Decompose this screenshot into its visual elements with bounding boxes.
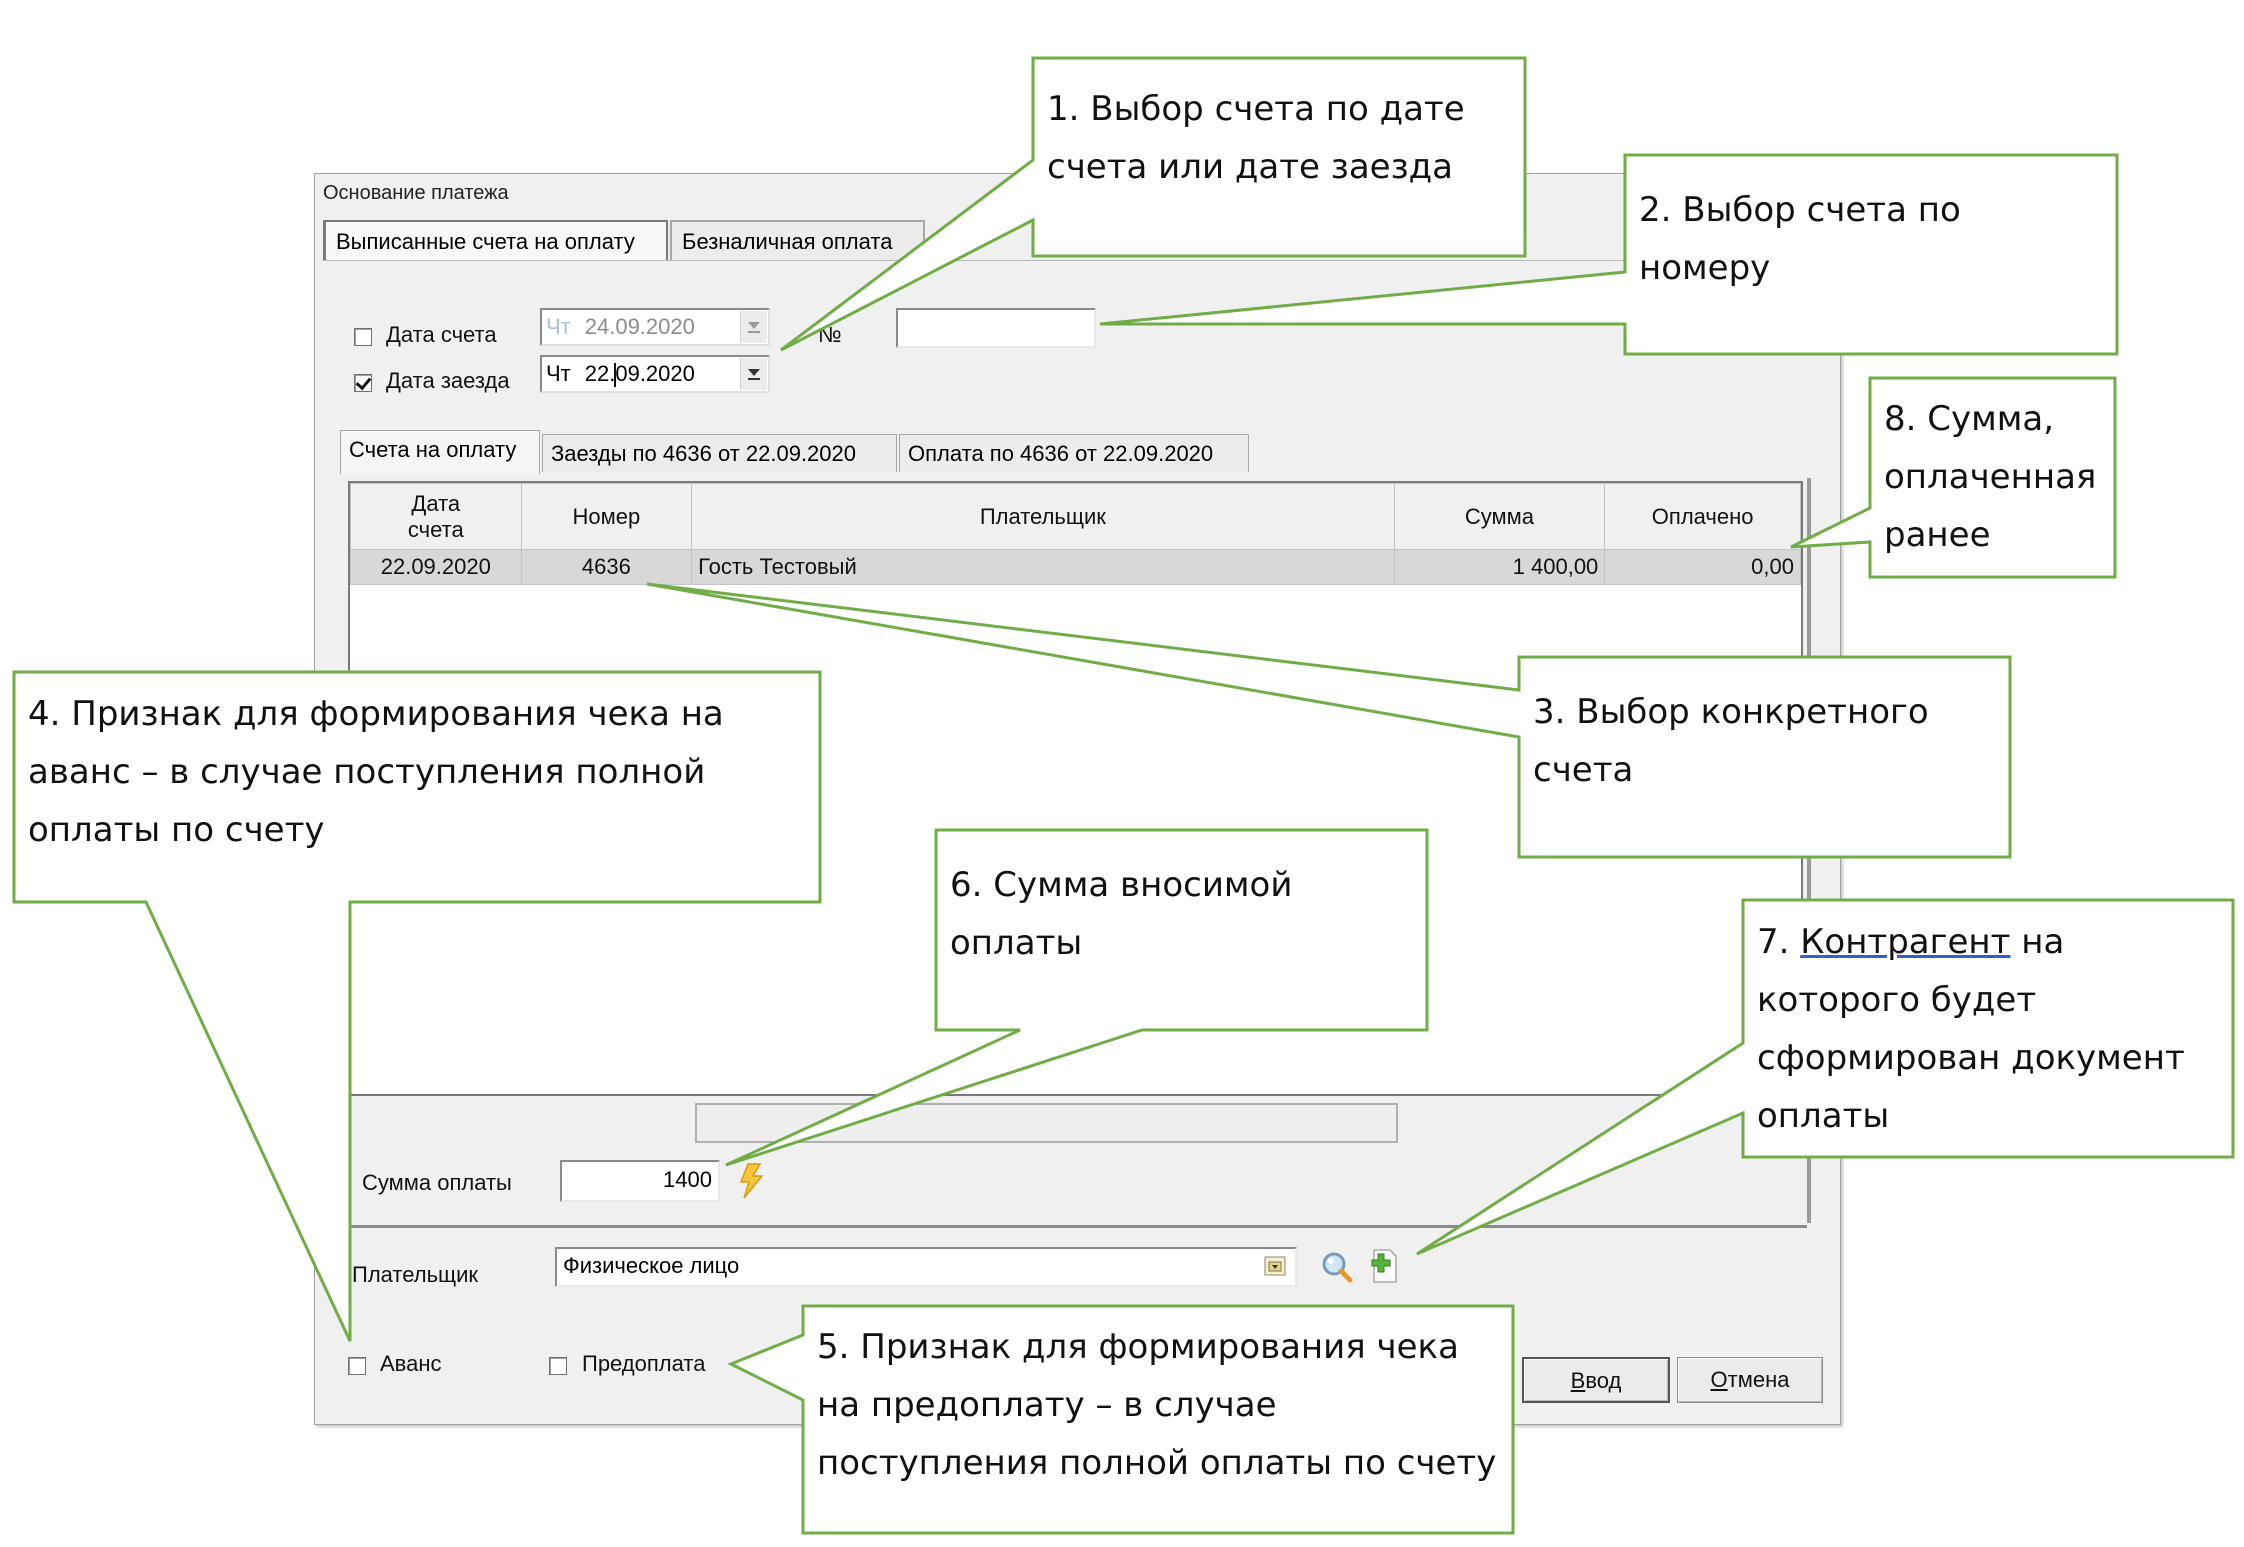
cell-date: 22.09.2020	[350, 549, 522, 585]
cancel-accel: О	[1710, 1367, 1728, 1392]
ok-button[interactable]: Ввод	[1522, 1357, 1670, 1403]
cancel-label: тмена	[1727, 1367, 1790, 1392]
callout-4-line: 4. Признак для формирования чека на	[28, 694, 724, 734]
callout-7-rest: на	[2010, 922, 2065, 962]
callout-6-line: 6. Сумма вносимой	[950, 865, 1293, 905]
cell-sum: 1 400,00	[1393, 549, 1606, 585]
payer-field[interactable]: Физическое лицо	[555, 1247, 1297, 1287]
cell-paid: 0,00	[1604, 549, 1801, 585]
callout-4-text: 4. Признак для формирования чека на аван…	[28, 685, 724, 859]
callout-8-text: 8. Сумма, оплаченная ранее	[1884, 390, 2096, 564]
callout-4-line: оплаты по счету	[28, 810, 325, 850]
callout-8-line: 8. Сумма,	[1884, 399, 2055, 439]
payer-value: Физическое лицо	[563, 1253, 740, 1278]
search-icon[interactable]	[1320, 1250, 1354, 1284]
callout-7-line: которого будет	[1757, 980, 2037, 1020]
col-header-paid[interactable]: Оплачено	[1604, 483, 1801, 550]
invoice-date-checkbox[interactable]	[354, 328, 372, 346]
col-header-date[interactable]: Дата счета	[350, 483, 522, 550]
callout-6-text: 6. Сумма вносимой оплаты	[950, 856, 1292, 972]
callout-3-line: счета	[1533, 750, 1634, 790]
payment-sum-input[interactable]: 1400	[560, 1160, 720, 1202]
callout-1-text: 1. Выбор счета по дате счета или дате за…	[1047, 80, 1465, 196]
number-label: №	[818, 322, 842, 347]
callout-2-text: 2. Выбор счета по номеру	[1639, 181, 1961, 297]
dialog-title: Основание платежа	[323, 182, 509, 204]
callout-7-line: сформирован документ	[1757, 1038, 2185, 1078]
invoice-date-dropdown-icon[interactable]	[740, 311, 767, 343]
callout-5-line: на предоплату – в случае	[817, 1385, 1277, 1425]
callout-5-text: 5. Признак для формирования чека на пред…	[817, 1318, 1496, 1492]
invoice-date-dow: Чт	[546, 314, 571, 339]
cell-number: 4636	[520, 549, 693, 585]
callout-7-text: 7. Контрагент на которого будет сформиро…	[1757, 913, 2185, 1145]
checkin-date-picker[interactable]: Чт 22.09.2020	[540, 355, 770, 393]
callout-1-line: 1. Выбор счета по дате	[1047, 89, 1465, 129]
cancel-button[interactable]: Отмена	[1677, 1357, 1823, 1403]
cell-payer: Гость Тестовый	[691, 549, 1395, 585]
counterparty-link[interactable]: Контрагент	[1800, 922, 2011, 962]
table-row[interactable]: 22.09.2020 4636 Гость Тестовый 1 400,00 …	[350, 549, 1801, 585]
tab-cashless-payment[interactable]: Безналичная оплата	[670, 220, 925, 260]
callout-3-text: 3. Выбор конкретного счета	[1533, 683, 1929, 799]
callout-7-num: 7.	[1757, 922, 1801, 962]
callout-7-line: 7. Контрагент на	[1757, 913, 2185, 971]
checkin-date-value-b: 09.2020	[615, 361, 695, 386]
col-header-number[interactable]: Номер	[520, 483, 693, 550]
callout-4-line: аванс – в случае поступления полной	[28, 752, 706, 792]
col-header-sum[interactable]: Сумма	[1393, 483, 1606, 550]
callout-5-line: 5. Признак для формирования чека	[817, 1327, 1459, 1367]
lightning-icon[interactable]	[738, 1163, 764, 1199]
checkin-date-dropdown-icon[interactable]	[740, 358, 767, 390]
add-counterparty-icon[interactable]	[1364, 1248, 1398, 1284]
subtab-payments[interactable]: Оплата по 4636 от 22.09.2020	[899, 434, 1249, 472]
advance-checkbox[interactable]	[348, 1357, 366, 1375]
checkin-date-dow: Чт	[546, 361, 571, 386]
payment-sum-panel	[350, 1100, 1807, 1228]
callout-8-line: ранее	[1884, 515, 1991, 555]
subtab-invoices[interactable]: Счета на оплату	[340, 430, 540, 474]
callout-7-line: оплаты	[1757, 1096, 1890, 1136]
invoice-date-label: Дата счета	[386, 322, 497, 347]
grid-header-row: Дата счета Номер Плательщик Сумма Оплаче…	[350, 483, 1801, 550]
invoice-number-input[interactable]	[896, 308, 1096, 348]
prepayment-checkbox[interactable]	[549, 1357, 567, 1375]
callout-2-line: номеру	[1639, 248, 1771, 288]
checkin-date-checkbox[interactable]	[354, 374, 372, 392]
prepayment-label: Предоплата	[582, 1351, 706, 1376]
callout-1-line: счета или дате заезда	[1047, 147, 1454, 187]
callout-6-line: оплаты	[950, 923, 1083, 963]
ok-accel: В	[1570, 1368, 1586, 1393]
checkin-date-value-a: 22.	[584, 361, 616, 386]
checkin-date-label: Дата заезда	[386, 368, 510, 393]
callout-3-line: 3. Выбор конкретного	[1533, 692, 1929, 732]
payer-dropdown-icon[interactable]	[1264, 1254, 1286, 1278]
callout-2-line: 2. Выбор счета по	[1639, 190, 1961, 230]
subtab-checkins[interactable]: Заезды по 4636 от 22.09.2020	[542, 434, 897, 472]
advance-label: Аванс	[380, 1351, 442, 1376]
payment-sum-label: Сумма оплаты	[362, 1170, 512, 1195]
callout-8-line: оплаченная	[1884, 457, 2097, 497]
payment-sum-value: 1400	[663, 1167, 712, 1192]
text-caret	[614, 363, 617, 388]
invoice-date-picker[interactable]: Чт 24.09.2020	[540, 308, 770, 346]
payer-label: Плательщик	[352, 1262, 479, 1287]
col-header-payer[interactable]: Плательщик	[691, 483, 1395, 550]
callout-5-line: поступления полной оплаты по счету	[817, 1443, 1497, 1483]
invoice-date-value: 24.09.2020	[584, 314, 695, 339]
ok-label: вод	[1585, 1368, 1622, 1393]
tab-issued-invoices[interactable]: Выписанные счета на оплату	[323, 220, 668, 260]
status-field	[695, 1103, 1398, 1143]
